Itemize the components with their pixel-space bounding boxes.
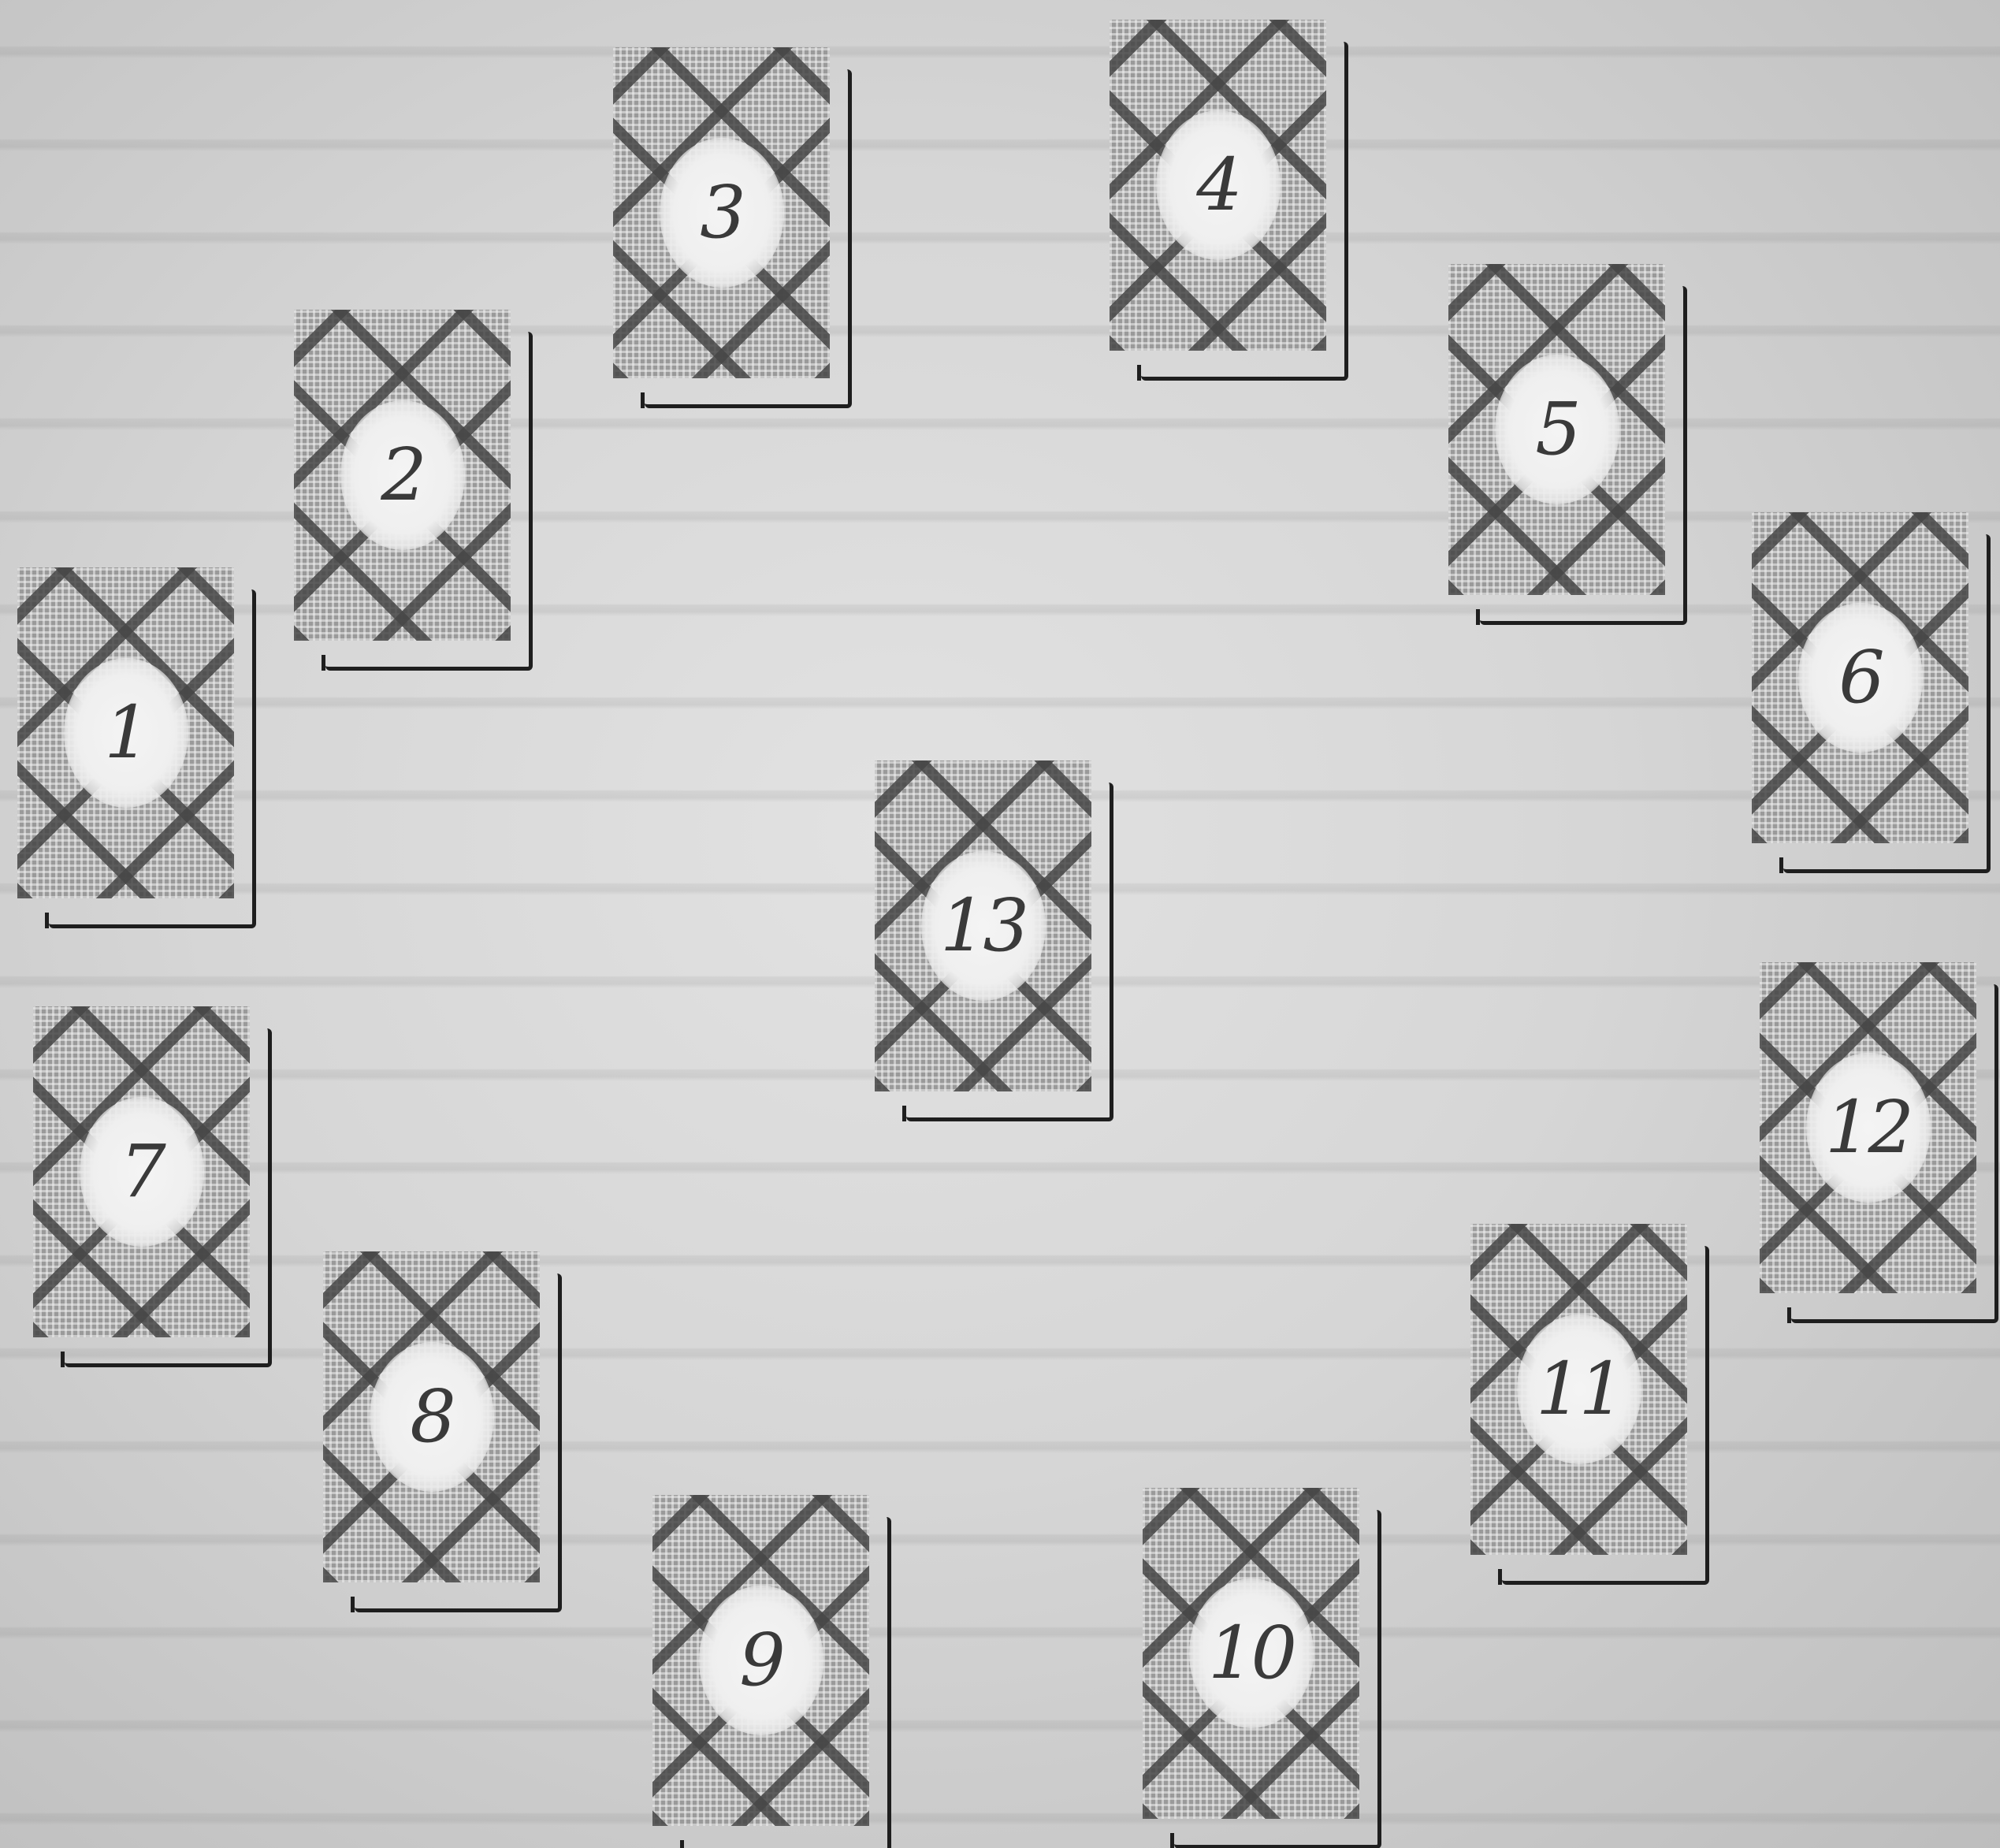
card-11-number: 11 [1470, 1350, 1687, 1429]
card-7: 7 [33, 1006, 250, 1337]
card-1: 1 [17, 567, 234, 898]
card-12-number: 12 [1760, 1088, 1976, 1167]
card-13: 13 [875, 760, 1091, 1091]
card-2: 2 [294, 310, 511, 641]
card-10-number: 10 [1143, 1614, 1359, 1693]
card-8-number: 8 [323, 1378, 540, 1456]
card-4-number: 4 [1110, 146, 1326, 225]
card-5: 5 [1448, 264, 1665, 595]
card-9: 9 [652, 1495, 869, 1826]
card-11: 11 [1470, 1224, 1687, 1555]
card-5-number: 5 [1448, 390, 1665, 469]
card-3: 3 [613, 47, 830, 378]
card-8: 8 [323, 1251, 540, 1582]
card-2-number: 2 [294, 436, 511, 515]
card-6: 6 [1752, 512, 1968, 843]
card-10: 10 [1143, 1488, 1359, 1819]
card-12: 12 [1760, 962, 1976, 1293]
card-3-number: 3 [613, 173, 830, 252]
card-13-number: 13 [875, 887, 1091, 965]
card-6-number: 6 [1752, 638, 1968, 717]
card-7-number: 7 [33, 1132, 250, 1211]
card-9-number: 9 [652, 1621, 869, 1700]
card-4: 4 [1110, 20, 1326, 351]
card-1-number: 1 [17, 693, 234, 772]
